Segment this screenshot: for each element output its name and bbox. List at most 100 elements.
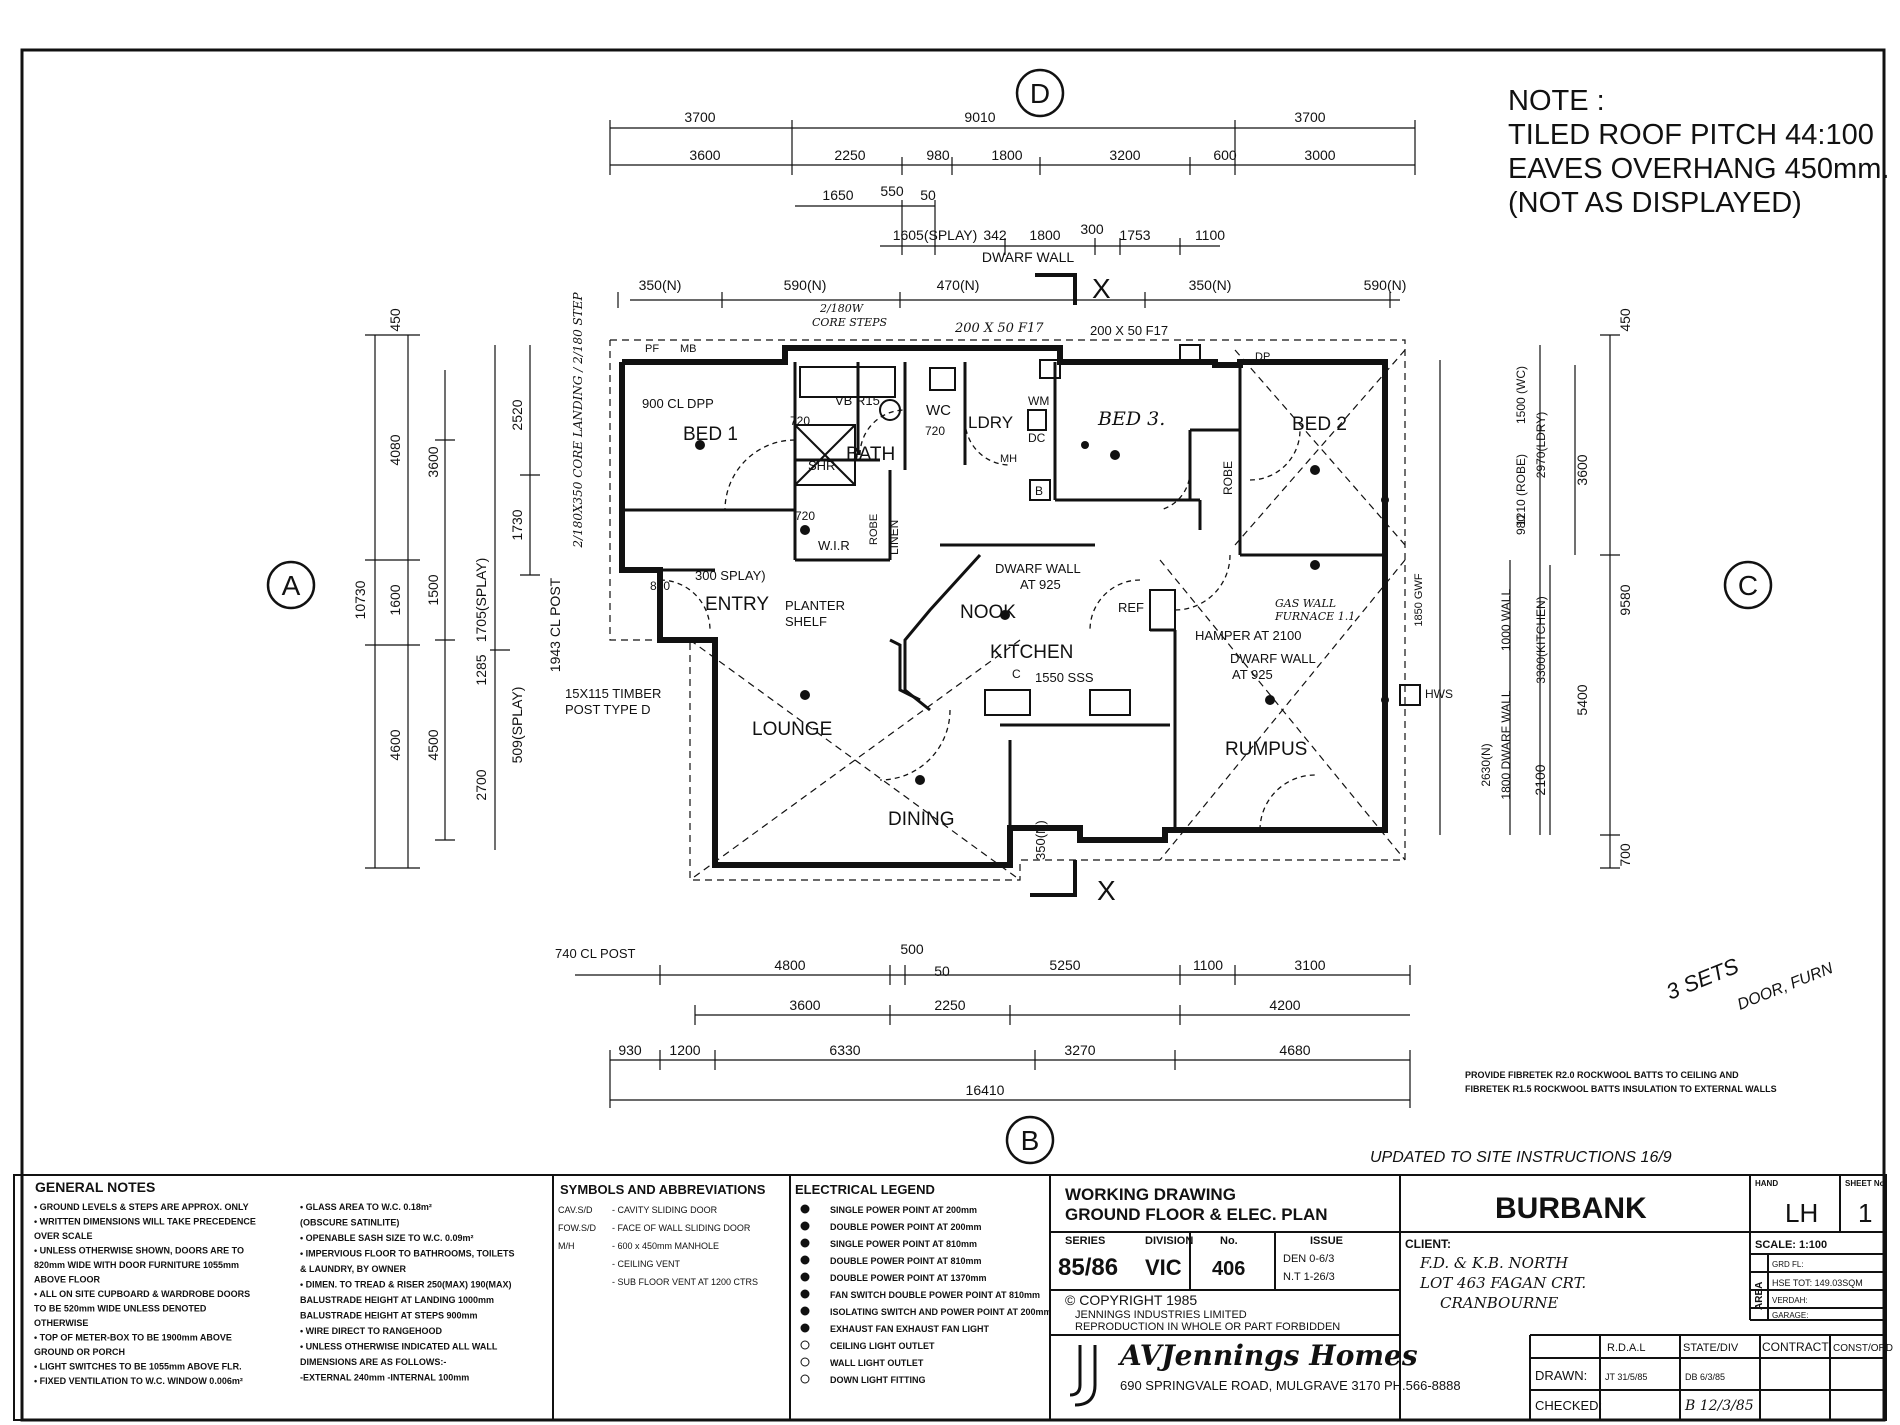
general-notes: GENERAL NOTES • GROUND LEVELS & STEPS AR… — [34, 1179, 515, 1386]
left-dimension-lines — [365, 334, 540, 869]
dim-left-1600: 1600 — [387, 584, 403, 615]
dim-left-2700: 2700 — [473, 769, 489, 800]
general-note-col2-1: (OBSCURE SATINLITE) — [300, 1218, 399, 1228]
house-name: BURBANK — [1495, 1192, 1647, 1225]
room-linen: LINEN — [887, 520, 901, 555]
kitchen-splay-walls — [889, 553, 982, 712]
general-note-col2-0: • GLASS AREA TO W.C. 0.18m² — [300, 1202, 432, 1212]
dim-top-342: 342 — [983, 227, 1007, 243]
dim-left-1730: 1730 — [509, 509, 525, 540]
drawing-title-2: GROUND FLOOR & ELEC. PLAN — [1065, 1205, 1328, 1224]
electrical-symbol-icon-3 — [800, 1255, 810, 1265]
electrical-row-7: EXHAUST FAN EXHAUST FAN LIGHT — [830, 1324, 990, 1334]
room-lounge: LOUNGE — [752, 719, 832, 740]
marker-b: B — [1021, 1125, 1040, 1156]
electrical-row-1: DOUBLE POWER POINT AT 200mm — [830, 1222, 982, 1232]
general-note-col2-8: • WIRE DIRECT TO RANGEHOOD — [300, 1326, 442, 1336]
label-at-925-rumpus: AT 925 — [1232, 667, 1273, 682]
label-dc: DC — [1028, 431, 1046, 445]
section-x-top: X — [1092, 273, 1111, 304]
hand-note-top-4: 200 X 50 F17 — [1090, 323, 1168, 338]
room-rumpus: RUMPUS — [1225, 739, 1307, 760]
elevation-markers — [266, 68, 1773, 1165]
label-720-a: 720 — [790, 414, 810, 428]
dim-bottom-500: 500 — [900, 941, 924, 957]
electrical-title: ELECTRICAL LEGEND — [795, 1182, 935, 1197]
dim-right-3600: 3600 — [1574, 454, 1590, 485]
electrical-symbol-icon-6 — [800, 1306, 810, 1316]
dim-right-700: 700 — [1617, 843, 1633, 867]
dim-top-550: 550 — [880, 183, 904, 199]
drawn-value-2: DB 6/3/85 — [1685, 1372, 1725, 1382]
dim-top-1753: 1753 — [1119, 227, 1150, 243]
dim-top-1800-b: 1800 — [1029, 227, 1060, 243]
label-740-cl-post: 740 CL POST — [555, 946, 636, 961]
label-dwarf-wall-rumpus: DWARF WALL — [1230, 651, 1316, 666]
dim-top-3600: 3600 — [689, 147, 720, 163]
sheet-no-value: 1 — [1858, 1198, 1872, 1228]
electrical-row-8: CEILING LIGHT OUTLET — [830, 1341, 935, 1351]
dim-left-3600: 3600 — [425, 446, 441, 477]
label-b: B — [1035, 484, 1043, 498]
label-1550-sss: 1550 SSS — [1035, 670, 1094, 685]
note-line-2: TILED ROOF PITCH 44:100 — [1508, 119, 1874, 151]
dim-top-1800: 1800 — [991, 147, 1022, 163]
electrical-row-3: DOUBLE POWER POINT AT 810mm — [830, 1256, 982, 1266]
dim-top-1605-splay: 1605(SPLAY) — [893, 227, 978, 243]
client-label: CLIENT: — [1405, 1237, 1451, 1251]
electrical-row-9: WALL LIGHT OUTLET — [830, 1358, 924, 1368]
room-bed-2: BED 2 — [1292, 414, 1347, 435]
dim-left-4080: 4080 — [387, 434, 403, 465]
general-note-col1-0: • GROUND LEVELS & STEPS ARE APPROX. ONLY — [34, 1202, 249, 1212]
dim-top-9010: 9010 — [964, 109, 995, 125]
general-note-col2-11: -EXTERNAL 240mm -INTERNAL 100mm — [300, 1373, 469, 1383]
dim-left-10730: 10730 — [352, 580, 368, 619]
dim-left-4600: 4600 — [387, 729, 403, 760]
dim-top-600: 600 — [1213, 147, 1237, 163]
electrical-symbol-icon-5 — [800, 1289, 810, 1299]
general-note-col2-3: • IMPERVIOUS FLOOR TO BATHROOMS, TOILETS — [300, 1249, 515, 1259]
general-note-col1-8: OTHERWISE — [34, 1318, 88, 1328]
dim-right-2100: 2100 — [1532, 764, 1548, 795]
electrical-row-2: SINGLE POWER POINT AT 810mm — [830, 1239, 977, 1249]
dim-left-4500: 4500 — [425, 729, 441, 760]
checked-value: B 12/3/85 — [1684, 1398, 1754, 1414]
general-note-col2-6: BALUSTRADE HEIGHT AT LANDING 1000mm — [300, 1295, 494, 1305]
room-bed-3: BED 3. — [1097, 408, 1165, 430]
label-pf: PF — [645, 343, 659, 355]
door-swings — [659, 409, 1316, 831]
dim-top-3700-a: 3700 — [684, 109, 715, 125]
electrical-legend: ELECTRICAL LEGEND SINGLE POWER POINT AT … — [795, 1182, 1052, 1385]
drawing-title-1: WORKING DRAWING — [1065, 1185, 1236, 1204]
general-note-col1-4: 820mm WIDE WITH DOOR FURNITURE 1055mm — [34, 1260, 239, 1270]
issue-row-1: DEN 0-6/3 — [1283, 1253, 1334, 1265]
general-note-col1-7: TO BE 520mm WIDE UNLESS DENOTED — [34, 1304, 207, 1314]
dim-right-wc: 1500 (WC) — [1514, 366, 1528, 424]
label-720-c: 720 — [795, 509, 815, 523]
dim-top-3700-b: 3700 — [1294, 109, 1325, 125]
room-dining: DINING — [888, 809, 955, 830]
hand-value: LH — [1785, 1198, 1818, 1228]
dim-left-1285: 1285 — [473, 654, 489, 685]
handwritten-notes: 3 SETS DOOR, FURN UPDATED TO SITE INSTRU… — [1370, 953, 1836, 1166]
dim-bottom-5250: 5250 — [1049, 957, 1080, 973]
dim-top-3000: 3000 — [1304, 147, 1335, 163]
general-note-col2-10: DIMENSIONS ARE AS FOLLOWS:- — [300, 1357, 446, 1367]
dim-bottom-50: 50 — [934, 963, 950, 979]
dim-right-450: 450 — [1617, 308, 1633, 332]
dim-left-509-splay: 509(SPLAY) — [509, 687, 525, 764]
dim-bottom-4800: 4800 — [774, 957, 805, 973]
dim-right-9580: 9580 — [1617, 584, 1633, 615]
dim-top-3200: 3200 — [1109, 147, 1140, 163]
label-mb: MB — [680, 343, 697, 355]
insulation-note: PROVIDE FIBRETEK R2.0 ROCKWOOL BATTS TO … — [1465, 1070, 1777, 1094]
dim-bottom-4200: 4200 — [1269, 997, 1300, 1013]
label-gas-wall: GAS WALL — [1275, 597, 1336, 610]
eave-470n: 470(N) — [937, 277, 980, 293]
sheet-no-label: SHEET No — [1845, 1179, 1885, 1188]
general-note-col1-5: ABOVE FLOOR — [34, 1275, 101, 1285]
general-note-col1-10: GROUND OR PORCH — [34, 1347, 125, 1357]
label-vb-r15: VB R15 — [835, 393, 880, 408]
